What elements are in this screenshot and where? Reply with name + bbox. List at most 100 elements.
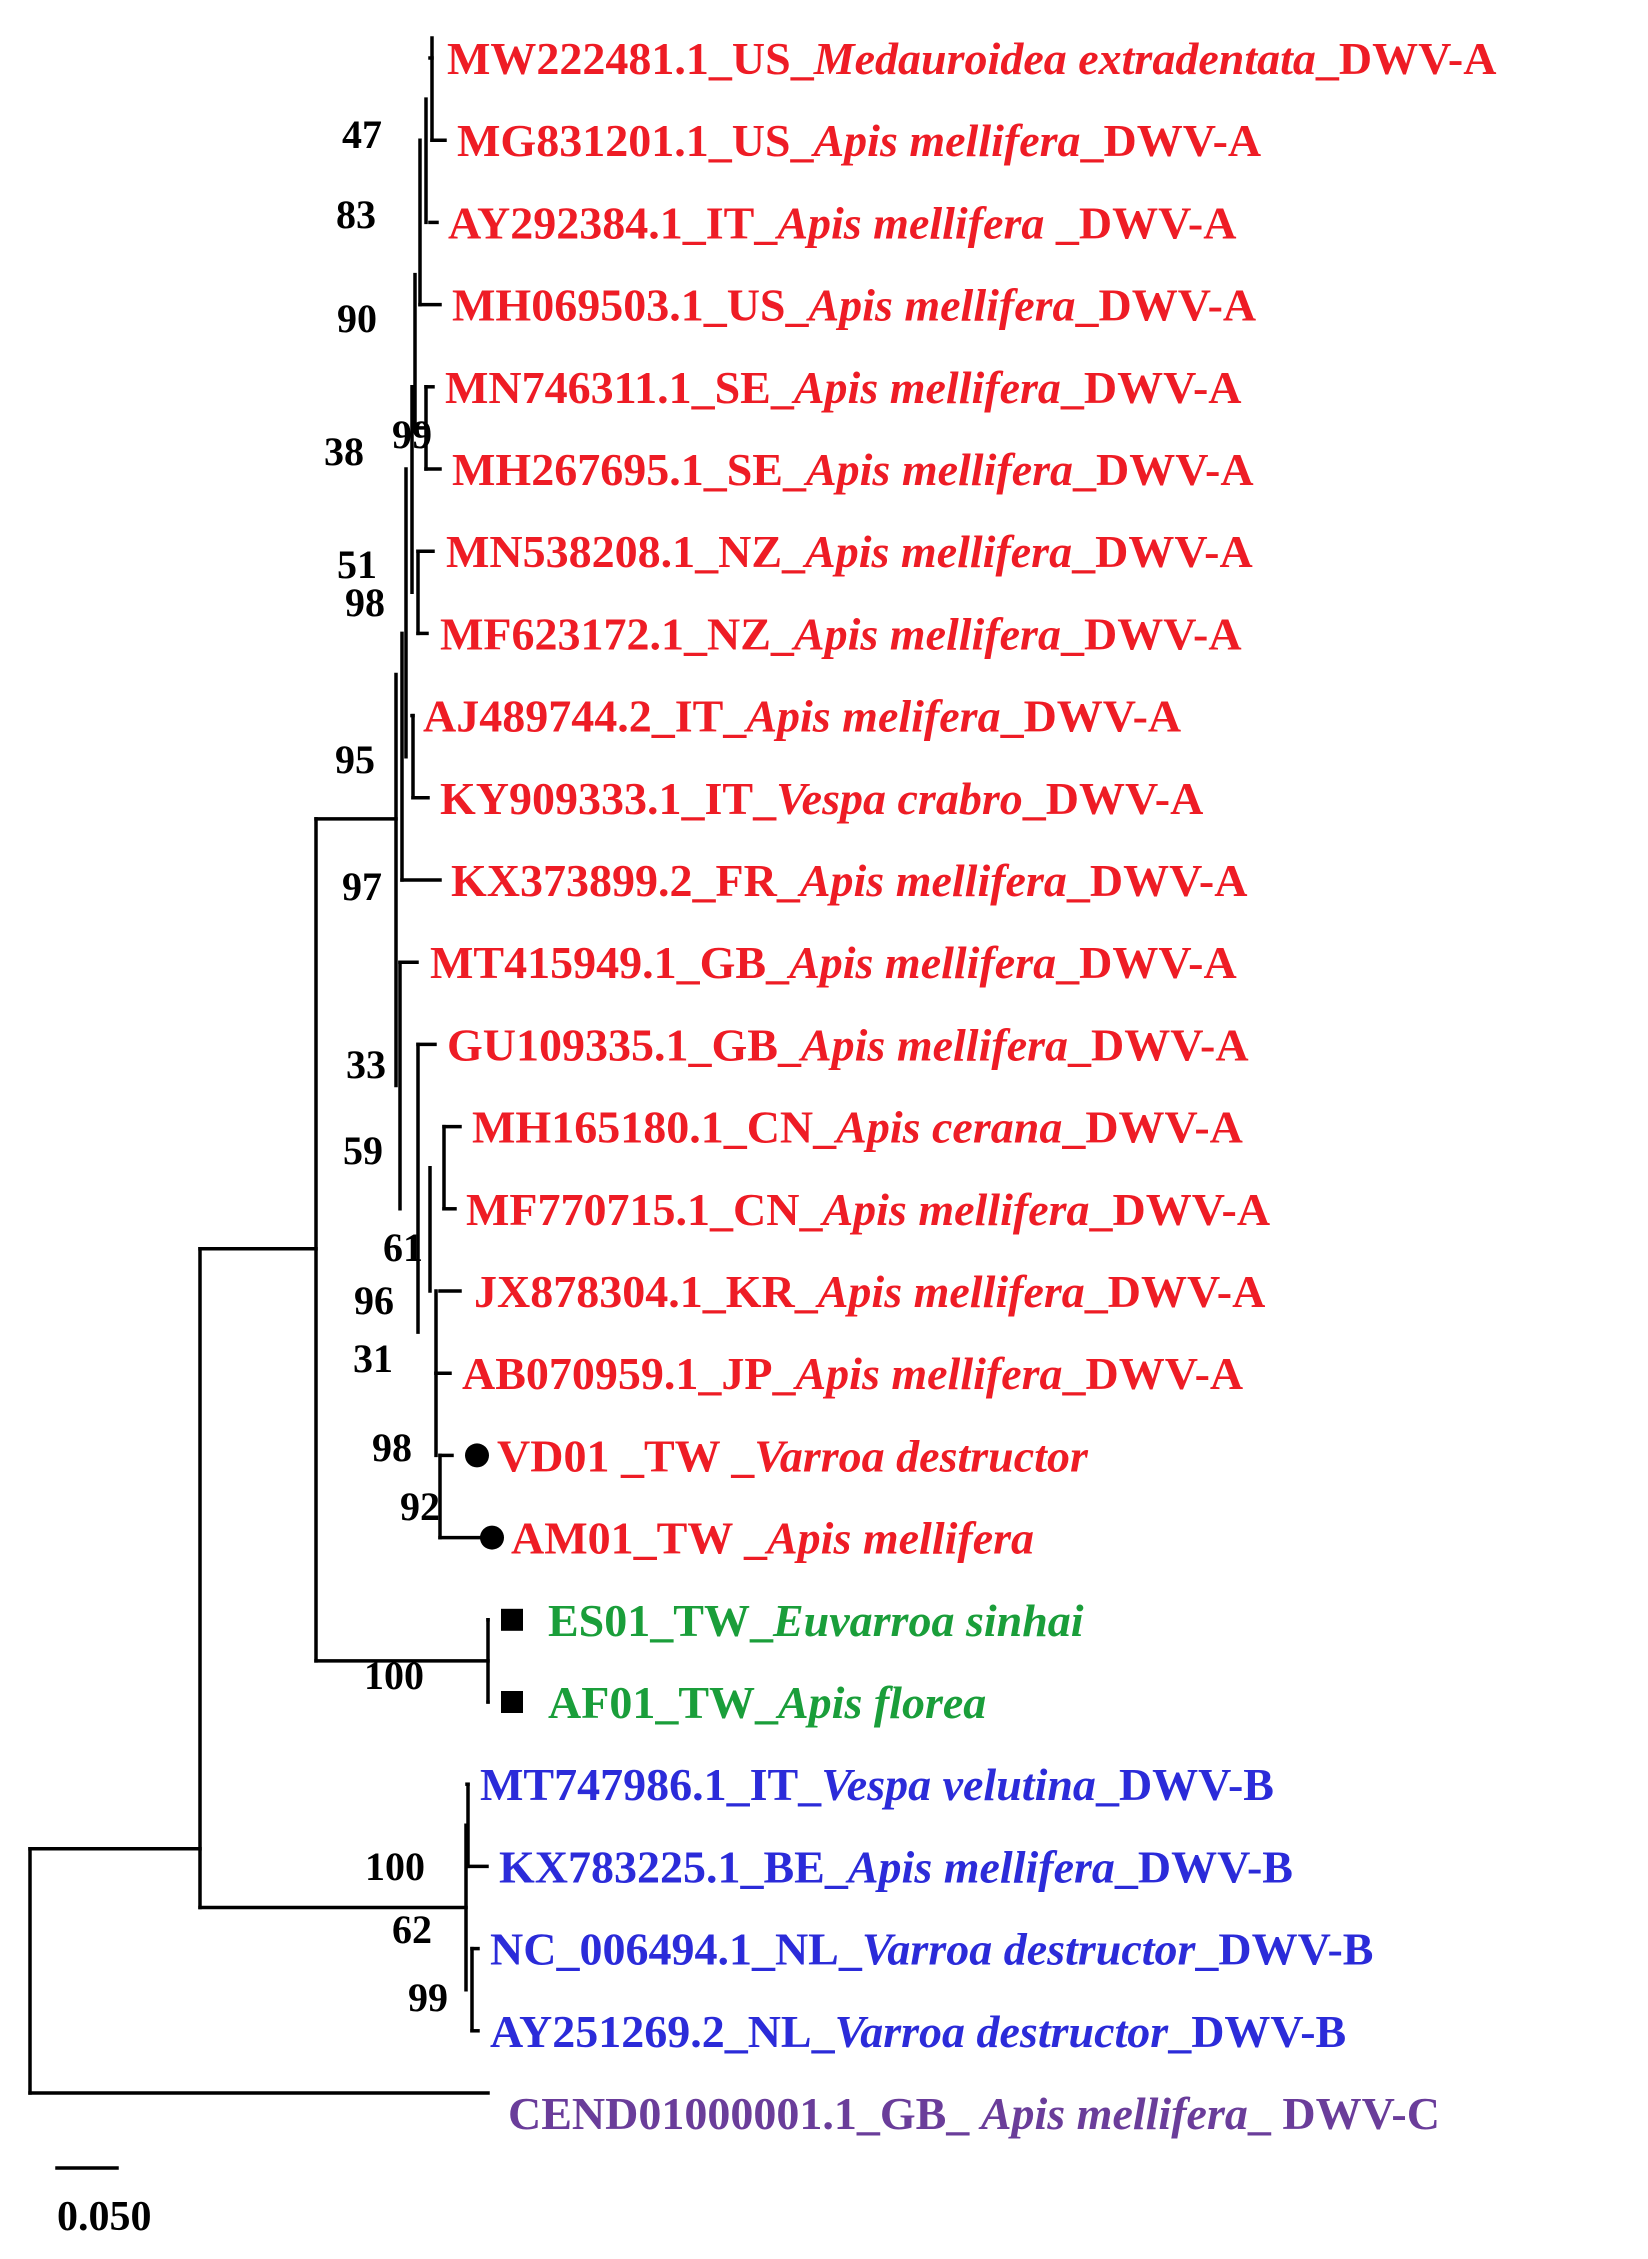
leaf-lineage: _DWV-A	[1060, 362, 1242, 413]
leaf-species: Apis mellifera	[806, 280, 1076, 331]
leaf-label: MN538208.1_NZ_Apis mellifera_DWV-A	[446, 526, 1253, 577]
leaf-lineage: _DWV-A	[1000, 691, 1182, 742]
leaf-accession: MH267695.1_SE_	[452, 444, 807, 495]
leaf-lineage: _DWV-A	[1072, 444, 1254, 495]
leaf-accession: MH165180.1_CN_	[472, 1102, 837, 1153]
leaf-accession: NC_006494.1_NL_	[490, 1924, 863, 1975]
leaf-label: AM01_TW _Apis mellifera	[511, 1513, 1034, 1564]
leaf-accession: MW222481.1_US_	[447, 33, 815, 84]
leaf-accession: MT747986.1_IT_	[480, 1759, 822, 1810]
scale-bar-label: 0.050	[57, 2194, 152, 2240]
filled-square-icon	[501, 1608, 523, 1631]
leaf-species: Apis mellifera	[803, 444, 1073, 495]
bootstrap-value: 97	[342, 864, 382, 909]
leaf-accession: AJ489744.2_IT_	[423, 691, 747, 742]
leaf-species: Varroa destructor	[835, 2006, 1170, 2057]
leaf-accession: AF01_TW_	[548, 1677, 779, 1728]
leaf-species: Apis mellifera	[811, 115, 1081, 166]
leaf-label: KX373899.2_FR_Apis mellifera_DWV-A	[451, 855, 1247, 906]
leaf-species: Apis mellifera	[793, 1348, 1063, 1399]
leaf-species: Apis mellifera	[786, 937, 1056, 988]
leaf-label: KX783225.1_BE_Apis mellifera_DWV-B	[499, 1841, 1293, 1892]
leaf-accession: CEND01000001.1_GB_	[508, 2088, 981, 2139]
leaf-label: AF01_TW_Apis florea	[548, 1677, 986, 1728]
leaf-species: Varroa destructor	[862, 1924, 1197, 1975]
bootstrap-value: 100	[365, 1844, 425, 1889]
leaf-species: Vespa crabro	[776, 773, 1023, 824]
leaf-label: MF623172.1_NZ_Apis mellifera_DWV-A	[440, 608, 1242, 659]
leaf-label: MH267695.1_SE_Apis mellifera_DWV-A	[452, 444, 1254, 495]
leaf-label: VD01 _TW _Varroa destructor	[497, 1430, 1089, 1481]
leaf-accession: GU109335.1_GB_	[447, 1019, 802, 1070]
leaf-label: MN746311.1_SE_Apis mellifera_DWV-A	[445, 362, 1242, 413]
leaf-lineage: _DWV-B	[1095, 1759, 1274, 1810]
leaf-accession: MT415949.1_GB_	[430, 937, 790, 988]
leaf-lineage: _DWV-A	[1084, 1266, 1266, 1317]
leaf-label: MT747986.1_IT_Vespa velutina_DWV-B	[480, 1759, 1274, 1810]
bootstrap-value: 62	[392, 1907, 432, 1952]
leaf-species: Medauroidea extradentata	[813, 33, 1316, 84]
leaf-accession: MG831201.1_US_	[457, 115, 815, 166]
leaf-lineage: _DWV-A	[1071, 526, 1253, 577]
leaf-species: Varroa destructor	[754, 1430, 1089, 1481]
bootstrap-value: 92	[400, 1484, 440, 1529]
filled-square-icon	[501, 1691, 523, 1713]
leaf-species: Apis mellifera	[791, 362, 1061, 413]
leaf-label: AY251269.2_NL_Varroa destructor_DWV-B	[490, 2006, 1346, 2057]
leaf-lineage: _DWV-A	[1055, 197, 1237, 248]
leaf-label: MW222481.1_US_Medauroidea extradentata_D…	[447, 33, 1496, 84]
filled-circle-icon	[465, 1443, 489, 1468]
leaf-lineage: _DWV-A	[1315, 33, 1497, 84]
leaf-label: MH165180.1_CN_Apis cerana_DWV-A	[472, 1102, 1243, 1153]
leaf-lineage: _DWV-B	[1194, 1924, 1373, 1975]
leaf-species: Apis mellifera	[797, 855, 1067, 906]
bootstrap-value: 98	[372, 1425, 412, 1470]
leaf-label: KY909333.1_IT_Vespa crabro_DWV-A	[440, 773, 1203, 824]
bootstrap-value: 98	[345, 580, 385, 625]
bootstrap-value: 38	[324, 429, 364, 474]
leaf-accession: JX878304.1_KR_	[474, 1266, 819, 1317]
leaf-accession: MN746311.1_SE_	[445, 362, 795, 413]
leaf-label: AJ489744.2_IT_Apis melifera_DWV-A	[423, 691, 1181, 742]
leaf-label: JX878304.1_KR_Apis mellifera_DWV-A	[474, 1266, 1265, 1317]
leaf-label: AY292384.1_IT_Apis mellifera _DWV-A	[448, 197, 1236, 248]
bootstrap-value: 59	[343, 1128, 383, 1173]
leaf-label: MH069503.1_US_Apis mellifera_DWV-A	[452, 280, 1256, 331]
leaf-species: Apis mellifera	[815, 1266, 1085, 1317]
leaf-species: Apis mellifera	[791, 608, 1061, 659]
leaf-labels: MW222481.1_US_Medauroidea extradentata_D…	[423, 33, 1496, 2139]
leaf-lineage: _DWV-A	[1062, 1348, 1244, 1399]
leaf-species: Apis mellifera	[978, 2088, 1248, 2139]
bootstrap-value: 96	[354, 1278, 394, 1323]
leaf-lineage: _DWV-A	[1055, 937, 1237, 988]
bootstrap-value: 99	[408, 1975, 448, 2020]
leaf-label: GU109335.1_GB_Apis mellifera_DWV-A	[447, 1019, 1249, 1070]
leaf-accession: KX373899.2_FR_	[451, 855, 801, 906]
leaf-species: Apis mellifera	[774, 197, 1056, 248]
leaf-species: Apis mellifera	[764, 1513, 1034, 1564]
leaf-label: MT415949.1_GB_Apis mellifera_DWV-A	[430, 937, 1237, 988]
leaf-accession: AY292384.1_IT_	[448, 197, 778, 248]
leaf-accession: AB070959.1_JP_	[462, 1348, 797, 1399]
leaf-species: Euvarroa sinhai	[772, 1595, 1084, 1646]
leaf-label: MF770715.1_CN_Apis mellifera_DWV-A	[466, 1184, 1270, 1235]
leaf-species: Apis melifera	[743, 691, 1000, 742]
bootstrap-value: 33	[346, 1042, 386, 1087]
bootstrap-value: 61	[383, 1225, 423, 1270]
filled-circle-icon	[480, 1525, 504, 1550]
leaf-species: Apis mellifera	[798, 1019, 1068, 1070]
leaf-species: Apis mellifera	[819, 1184, 1089, 1235]
leaf-accession: AY251269.2_NL_	[490, 2006, 836, 2057]
bootstrap-value: 100	[364, 1653, 424, 1698]
scale-bar: 0.050	[55, 2166, 152, 2240]
bootstrap-value: 31	[353, 1336, 393, 1381]
leaf-lineage: _DWV-A	[1060, 608, 1242, 659]
leaf-species: Apis florea	[775, 1677, 986, 1728]
leaf-lineage: _DWV-A	[1075, 280, 1257, 331]
leaf-species: Apis mellifera	[802, 526, 1072, 577]
leaf-species: Apis mellifera	[845, 1841, 1115, 1892]
leaf-label: NC_006494.1_NL_Varroa destructor_DWV-B	[490, 1924, 1373, 1975]
leaf-lineage: _DWV-A	[1089, 1184, 1271, 1235]
leaf-lineage: _DWV-A	[1080, 115, 1262, 166]
leaf-label: CEND01000001.1_GB_ Apis mellifera_ DWV-C	[508, 2088, 1440, 2139]
